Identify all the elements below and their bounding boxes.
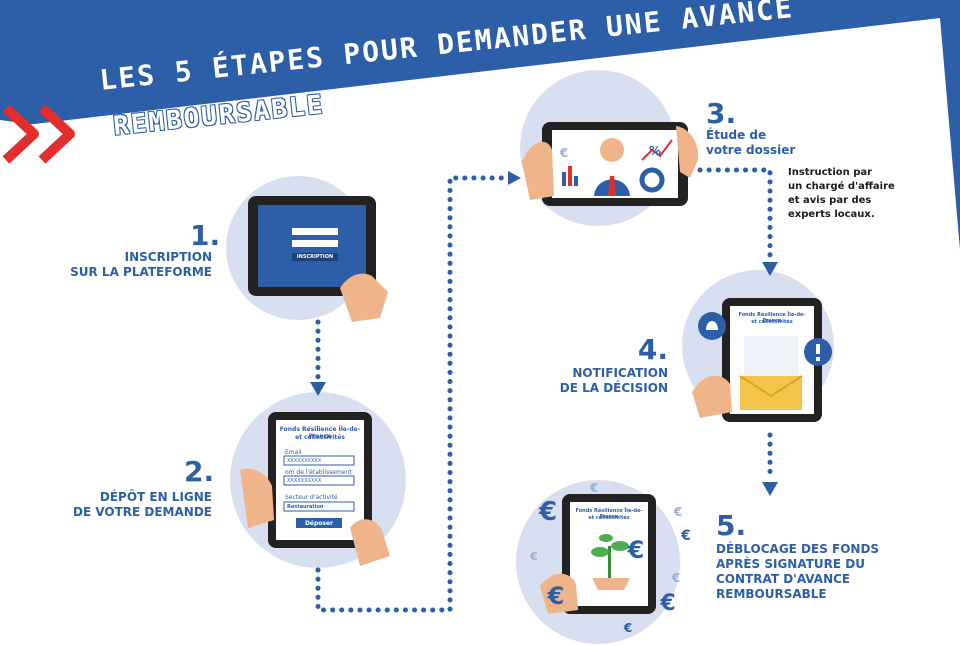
step3-number: 3.: [706, 97, 737, 130]
step4-label-line2: DE LA DÉCISION: [559, 381, 668, 395]
notif-fund-title-2: et collectivités: [751, 319, 793, 325]
svg-text:€: €: [659, 591, 675, 616]
step5-label-line1: DÉBLOCAGE DES FONDS: [716, 542, 880, 556]
form-submit-label: Déposer: [304, 520, 334, 527]
advisor-tablet-icon: [522, 122, 699, 206]
form-fund-title-2: et collectivités: [295, 434, 345, 441]
step5-label-line4: REMBOURSABLE: [716, 587, 827, 601]
form-field2-label: om de l'établissement: [285, 469, 352, 476]
step3-note-line1: Instruction par: [788, 167, 873, 178]
step1-label-line2: SUR LA PLATEFORME: [70, 265, 212, 279]
red-chevrons-icon: [2, 104, 75, 164]
funds-fund-title-1: Fonds Résilience Île-de-France: [575, 508, 643, 520]
login-tablet-icon: [248, 196, 388, 322]
form-fund-title-1: Fonds Résilience Île-de-France: [279, 426, 361, 440]
form-field1-value: XXXXXXXXXX: [287, 458, 322, 464]
step1-number: 1.: [190, 219, 221, 252]
step2-label-line2: DE VOTRE DEMANDE: [72, 505, 212, 519]
notification-tablet-icon: [692, 298, 832, 422]
step5-label-line3: CONTRAT D'AVANCE: [716, 572, 851, 586]
step5-label-line2: APRÈS SIGNATURE DU: [716, 557, 865, 571]
svg-text:€: €: [627, 536, 645, 564]
step5-number: 5.: [716, 509, 747, 542]
step3-label-line2: votre dossier: [706, 143, 796, 157]
step4-label-line1: NOTIFICATION: [572, 366, 668, 380]
funds-fund-title-2: et collectivités: [588, 515, 630, 521]
notif-fund-title-1: Fonds Résilience Île-de-France: [738, 312, 806, 324]
connector-arrowheads: [310, 171, 778, 496]
dotted-connectors: [315, 167, 773, 613]
svg-text:€: €: [547, 582, 565, 610]
form-tablet-icon: [240, 412, 390, 566]
svg-text:€: €: [623, 621, 632, 635]
svg-text:€: €: [671, 571, 680, 585]
euro-coins-icon: € € € € € € € € € €: [529, 481, 691, 635]
svg-text:€: €: [680, 528, 691, 544]
svg-text:€: €: [538, 497, 557, 527]
step2-label-line1: DÉPÔT EN LIGNE: [99, 490, 212, 504]
svg-text:€: €: [589, 481, 598, 495]
funds-tablet-icon: [540, 494, 656, 614]
step2-number: 2.: [184, 455, 215, 488]
percent-symbol: %: [648, 144, 662, 158]
step1-label-line1: INSCRIPTION: [124, 250, 212, 264]
form-field3-label: Secteur d'activité: [285, 494, 338, 501]
advisor-euro-symbol: €: [559, 146, 569, 160]
login-button-label: INSCRIPTION: [296, 254, 334, 260]
step3-note-line3: et avis par des: [788, 195, 872, 206]
form-field1-label: Email: [285, 449, 302, 456]
step4-number: 4.: [637, 333, 668, 366]
step3-label-line1: Étude de: [706, 128, 767, 142]
svg-text:€: €: [529, 550, 538, 563]
svg-text:€: €: [673, 505, 682, 519]
step3-note-line2: un chargé d'affaire: [788, 181, 895, 192]
step3-note-line4: experts locaux.: [788, 209, 875, 220]
form-select-value: Restauration: [287, 504, 324, 510]
form-field2-value: XXXXXXXXXX: [287, 478, 322, 484]
